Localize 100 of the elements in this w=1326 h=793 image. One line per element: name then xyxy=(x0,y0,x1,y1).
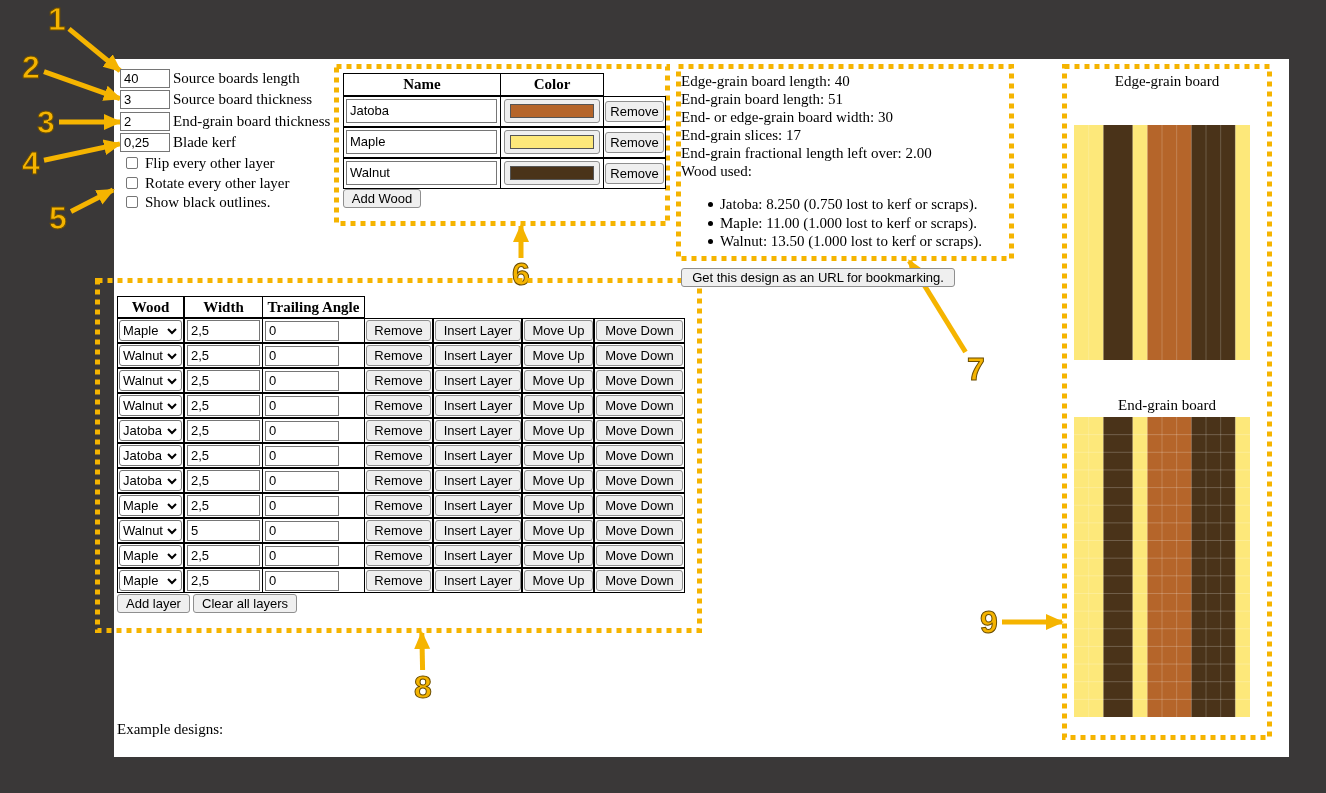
input-field: 2,5 xyxy=(187,545,260,566)
button: Move Down xyxy=(596,570,683,591)
button: Move Up xyxy=(524,545,593,566)
dropdown: Jatoba xyxy=(119,420,182,441)
field-label: Source board thickness xyxy=(173,90,313,109)
input-field: 2,5 xyxy=(187,370,260,391)
button: Add layer xyxy=(117,594,190,613)
button: Insert Layer xyxy=(435,495,521,516)
dropdown: Walnut xyxy=(119,370,182,391)
result-text: Edge-grain board length: 40 xyxy=(681,72,850,90)
button: Move Up xyxy=(524,495,593,516)
dropdown: Jatoba xyxy=(119,445,182,466)
button: Remove xyxy=(366,395,431,416)
button: Remove xyxy=(605,163,664,184)
arrow xyxy=(59,114,122,130)
button: Move Up xyxy=(524,445,593,466)
input-field: 0 xyxy=(265,321,339,341)
input-field: 0,25 xyxy=(120,133,170,152)
field-label: End-grain board thickness xyxy=(173,112,331,131)
list-item: Jatoba: 8.250 (0.750 lost to kerf or scraps). xyxy=(720,195,978,213)
dropdown: Maple xyxy=(119,570,182,591)
callout-number: 4 xyxy=(18,146,44,180)
input-field: 0 xyxy=(265,371,339,391)
field-label: Blade kerf xyxy=(173,133,236,152)
checkbox: Show black outlines. xyxy=(124,193,271,211)
input-field: 0 xyxy=(265,421,339,441)
dropdown: Jatoba xyxy=(119,470,182,491)
input-field: 2,5 xyxy=(187,320,260,341)
button: Move Down xyxy=(596,470,683,491)
list-item: Walnut: 13.50 (1.000 lost to kerf or scraps). xyxy=(720,232,983,250)
button: Remove xyxy=(366,545,431,566)
button: Remove xyxy=(366,520,431,541)
button: Move Down xyxy=(596,345,683,366)
button: Move Down xyxy=(596,370,683,391)
callout-number: 1 xyxy=(45,2,69,36)
page-text: Example designs: xyxy=(117,720,224,738)
button: Move Down xyxy=(596,320,683,341)
button: Remove xyxy=(366,370,431,391)
input-field: 40 xyxy=(120,69,170,88)
arrow xyxy=(414,631,431,671)
input-field: Jatoba xyxy=(346,99,497,123)
list-item: Maple: 11.00 (1.000 lost to kerf or scraps). xyxy=(720,213,977,232)
dropdown: Maple xyxy=(119,545,182,566)
column-header: Color xyxy=(500,73,604,96)
input-field: 2,5 xyxy=(187,445,260,466)
button: Insert Layer xyxy=(435,570,521,591)
button: Remove xyxy=(366,470,431,491)
callout-number: 3 xyxy=(33,105,59,139)
button: Move Down xyxy=(596,545,683,566)
button: Insert Layer xyxy=(435,345,521,366)
button: Move Down xyxy=(596,445,683,466)
button: Clear all layers xyxy=(193,594,297,613)
input-field: 2 xyxy=(120,112,170,131)
callout-number: 5 xyxy=(45,201,71,235)
button: Insert Layer xyxy=(435,420,521,441)
input-field: 2,5 xyxy=(187,470,260,491)
arrow xyxy=(43,139,122,163)
input-field: 2,5 xyxy=(187,495,260,516)
button: Remove xyxy=(366,420,431,441)
dropdown: Walnut xyxy=(119,345,182,366)
board-heading: Edge-grain board xyxy=(1113,72,1221,90)
highlight-box xyxy=(676,64,1014,261)
input-field: 0 xyxy=(265,346,339,366)
result-text: Wood used: xyxy=(681,162,752,180)
arrow xyxy=(1002,614,1064,630)
button: Move Down xyxy=(596,420,683,441)
button: Remove xyxy=(605,132,664,153)
button: Move Up xyxy=(524,470,593,491)
button: Move Up xyxy=(524,345,593,366)
button: Insert Layer xyxy=(435,445,521,466)
button: Add Wood xyxy=(343,189,421,208)
dropdown: Maple xyxy=(119,320,182,341)
button: Move Down xyxy=(596,395,683,416)
button: Remove xyxy=(366,445,431,466)
button: Insert Layer xyxy=(435,545,521,566)
dropdown: Maple xyxy=(119,495,182,516)
input-field: 0 xyxy=(265,521,339,541)
checkbox: Flip every other layer xyxy=(124,154,275,172)
input-field: 3 xyxy=(120,90,170,109)
callout-number: 2 xyxy=(18,50,44,84)
dropdown: Walnut xyxy=(119,520,182,541)
column-header: Name xyxy=(343,73,501,96)
checkbox: Rotate every other layer xyxy=(124,173,290,192)
input-field: 0 xyxy=(265,446,339,466)
input-field: 0 xyxy=(265,546,339,566)
dropdown: Walnut xyxy=(119,395,182,416)
button: Get this design as an URL for bookmarking. xyxy=(681,268,955,287)
result-text: End-grain slices: 17 xyxy=(681,126,801,144)
callout-number: 6 xyxy=(508,258,534,290)
input-field: 5 xyxy=(187,520,260,541)
highlight-box xyxy=(1062,64,1272,740)
column-header: Wood xyxy=(117,296,184,318)
button: Move Down xyxy=(596,520,683,541)
input-field: Maple xyxy=(346,130,497,154)
field-label: Source boards length xyxy=(173,69,300,88)
button: Insert Layer xyxy=(435,395,521,416)
column-header: Width xyxy=(184,296,263,318)
button: Move Down xyxy=(596,495,683,516)
input-field: 0 xyxy=(265,396,339,416)
button: Remove xyxy=(366,320,431,341)
